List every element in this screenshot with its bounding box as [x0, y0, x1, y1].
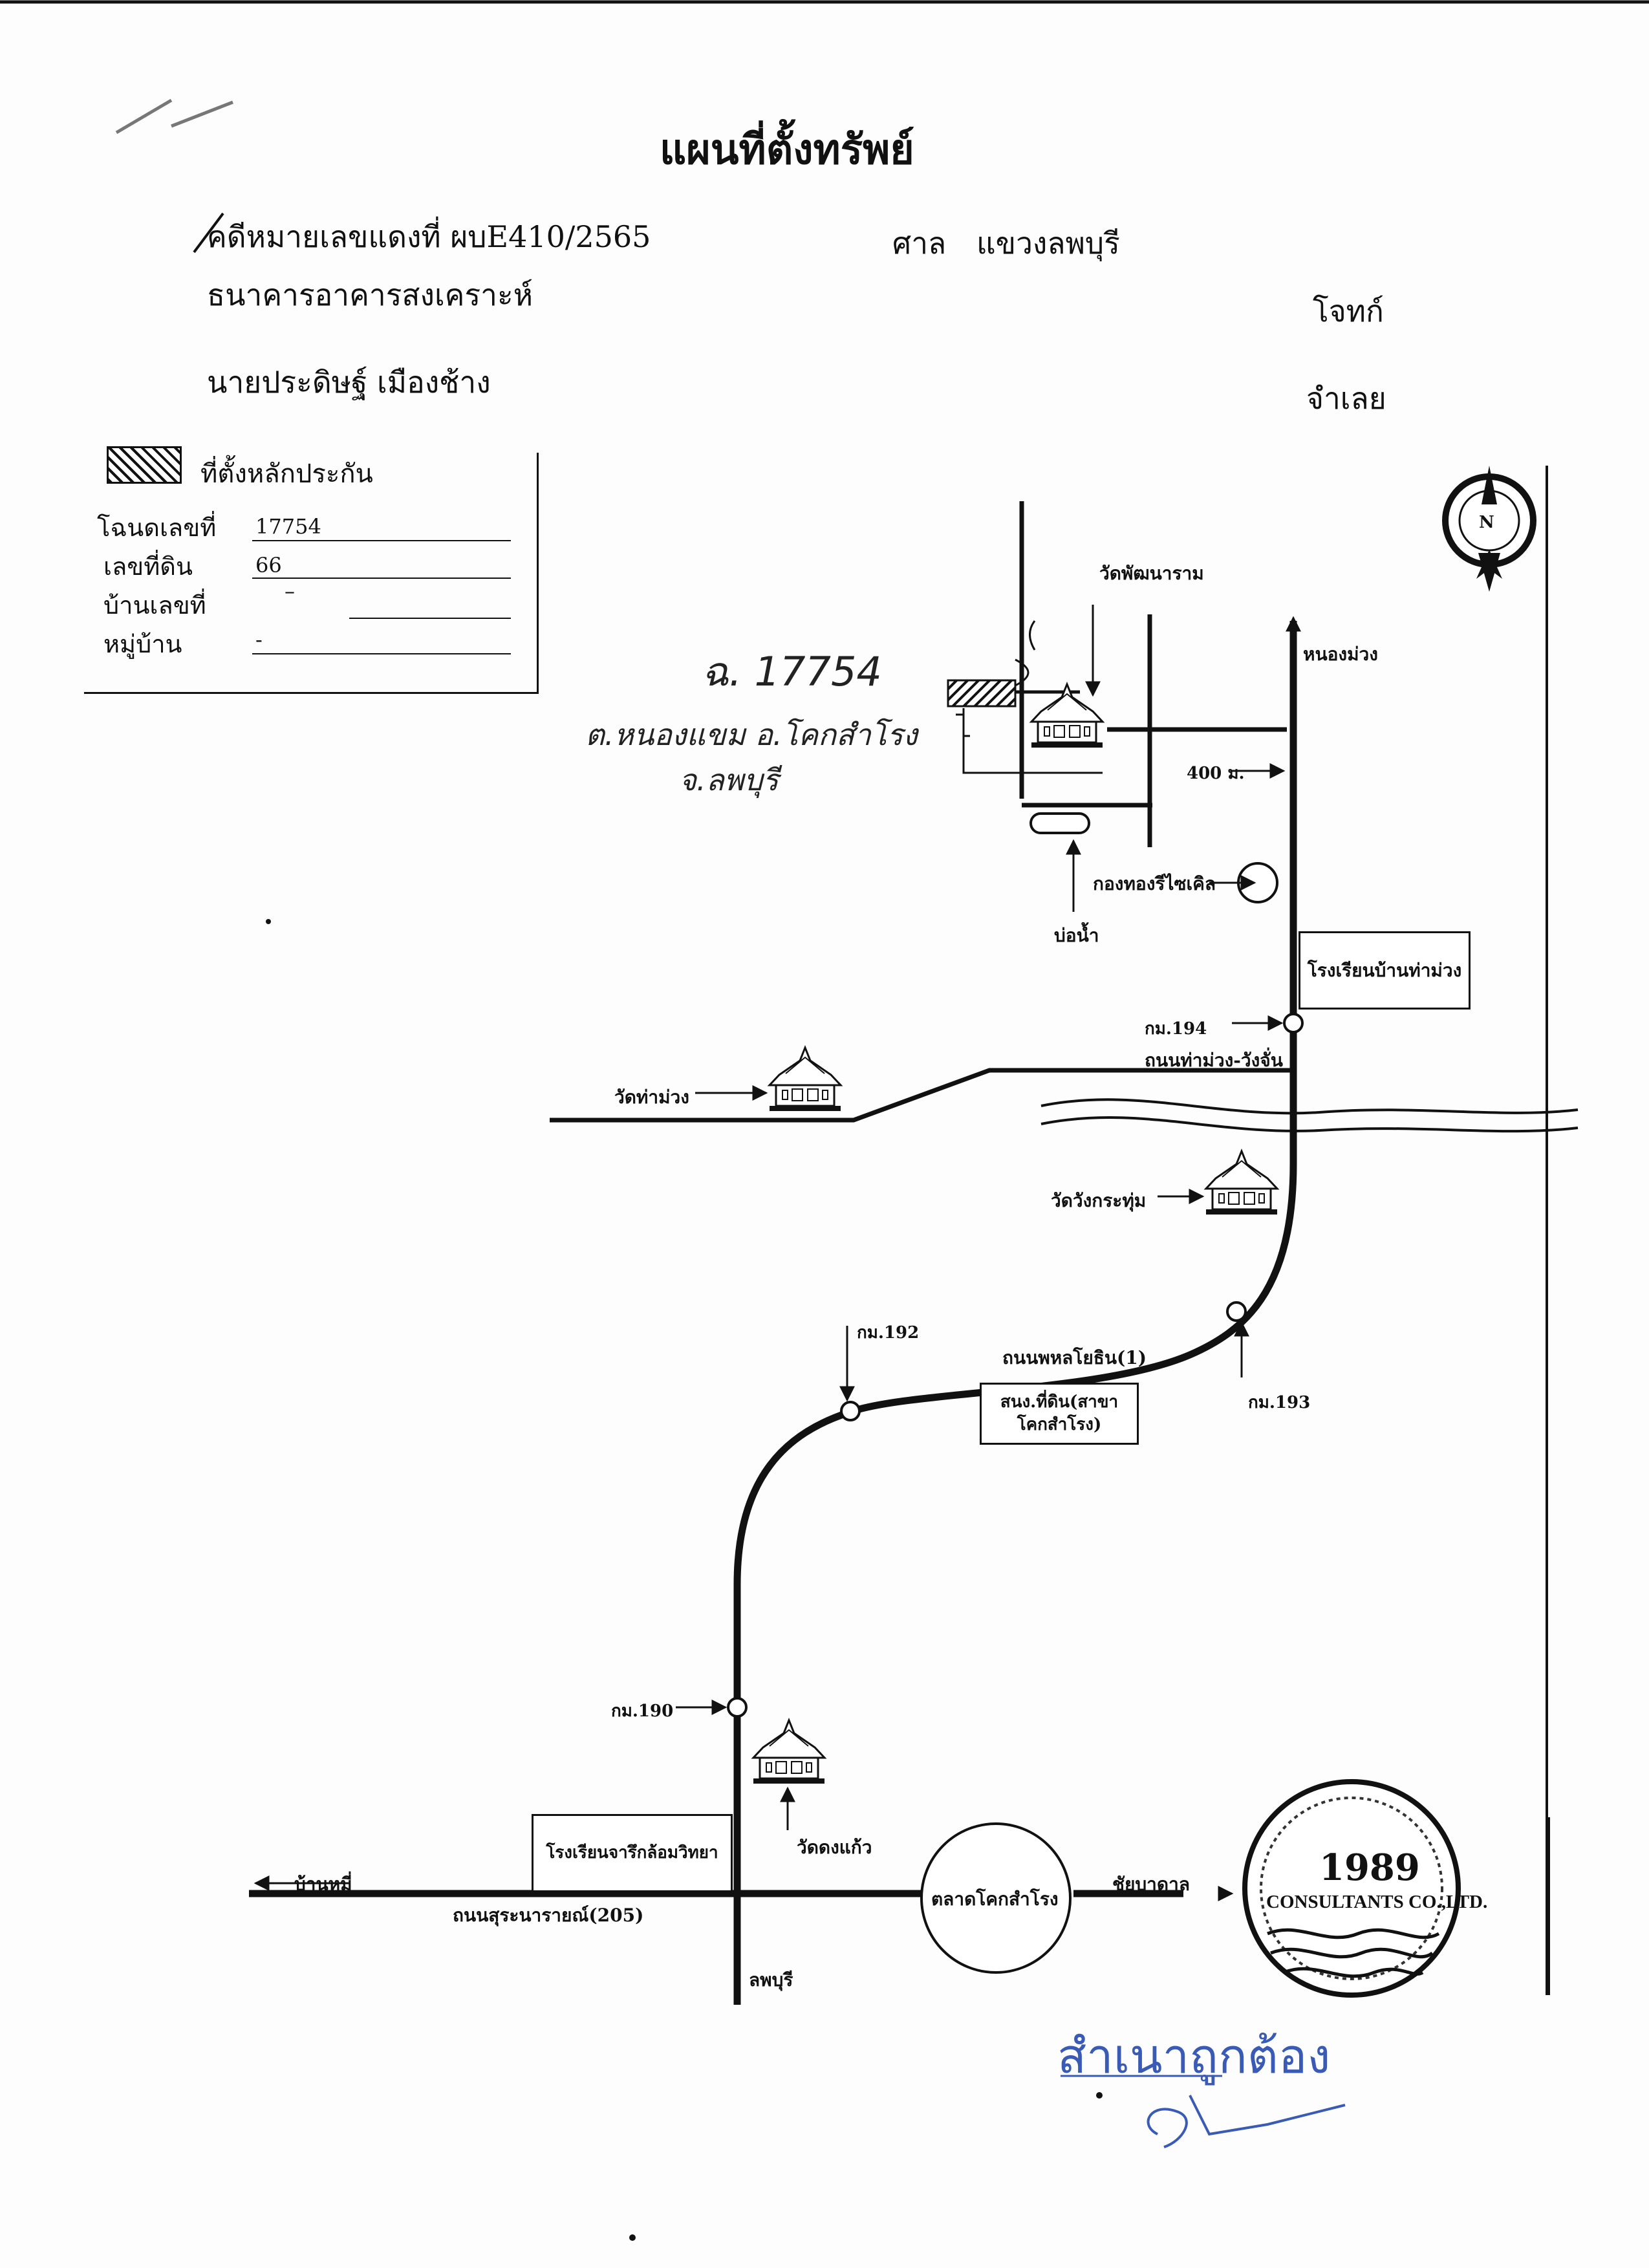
court-label: ศาล	[892, 226, 947, 261]
label-ban-mi: บ้านหมี่	[294, 1874, 352, 1895]
plaintiff-name: ธนาคารอาคารสงเคราะห์	[207, 277, 534, 312]
legend-symbol-label: ที่ตั้งหลักประกัน	[200, 459, 373, 489]
label-market: ตลาดโคกสำโรง	[931, 1888, 1059, 1910]
legend-label-house: บ้านเลขที่	[103, 591, 206, 620]
page-title: แผนที่ตั้งทรัพย์	[660, 125, 914, 174]
legend-line-land	[252, 578, 511, 579]
river	[1040, 1098, 1579, 1115]
signature	[1147, 2095, 1346, 2148]
label-km193: กม.193	[1248, 1393, 1311, 1412]
label-chai-badan: ชัยบาดาล	[1112, 1874, 1190, 1895]
handwritten-deed: ฉ. 17754	[702, 648, 882, 695]
label-km192: กม.192	[857, 1323, 920, 1343]
label-nong-muang: หนองม่วง	[1303, 643, 1378, 665]
north-arrow-icon	[1442, 466, 1536, 592]
label-recycle-shop: กองทองรีไซเคิล	[1093, 873, 1216, 894]
label-wat-wang-krathum: วัดวังกระทุ่ม	[1051, 1190, 1147, 1211]
pen-mark	[171, 100, 233, 128]
pen-mark	[115, 98, 173, 135]
km192-marker	[840, 1401, 861, 1421]
case-number: คดีหมายเลขแดงที่ ผบE410/2565	[207, 219, 651, 254]
label-road-suranarai: ถนนสุระนารายณ์(205)	[453, 1905, 644, 1926]
label-road-tha-muang: ถนนท่าม่วง-วังจั่น	[1145, 1050, 1283, 1071]
label-wat-phatthanaram: วัดพัฒนาราม	[1099, 563, 1204, 584]
collateral-symbol	[107, 446, 182, 484]
legend-label-deed: โฉนดเลขที่	[97, 513, 217, 542]
temple-icon	[752, 1719, 826, 1785]
legend-line-deed	[252, 540, 511, 541]
north-label: N	[1479, 513, 1494, 532]
stamp-year: 1989	[1319, 1846, 1420, 1889]
court-name: แขวงลพบุรี	[976, 226, 1120, 261]
label-wat-tha-muang: วัดท่าม่วง	[614, 1086, 689, 1108]
legend-value-village: -	[255, 627, 263, 652]
legend-value-deed: 17754	[255, 514, 321, 539]
label-km190: กม.190	[611, 1701, 674, 1721]
legend-line-house	[349, 618, 511, 619]
km190-marker	[727, 1697, 748, 1718]
legend-box	[84, 453, 539, 694]
defendant-role: จำเลย	[1306, 381, 1386, 416]
company-stamp	[1242, 1779, 1461, 1998]
label-distance: 400 ม.	[1187, 764, 1245, 783]
label-lopburi: ลพบุรี	[749, 1969, 793, 1991]
collateral-parcel	[947, 679, 1017, 707]
label-school-tha-muang: โรงเรียนบ้านท่าม่วง	[1299, 931, 1471, 1010]
legend-value-house: –	[285, 579, 295, 603]
label-wat-dong-kaeo: วัดดงแก้ว	[797, 1837, 872, 1858]
temple-icon	[1205, 1150, 1278, 1216]
label-road-phahon: ถนนพหลโยธิน(1)	[1002, 1347, 1147, 1368]
defendant-name: นายประดิษฐ์ เมืองช้าง	[207, 365, 491, 400]
legend-line-village	[252, 653, 511, 654]
label-land-office: สนง.ที่ดิน(สาขา โคกสำโรง)	[980, 1383, 1139, 1445]
label-km194: กม.194	[1145, 1019, 1207, 1039]
plaintiff-role: โจทก์	[1313, 294, 1384, 329]
handwritten-location-1: ต.หนองแขม อ.โคกสำโรง	[585, 717, 918, 752]
pond-icon	[1029, 812, 1090, 834]
certified-stamp: สำเนาถูกต้อง	[1057, 2029, 1331, 2084]
handwritten-location-2: จ.ลพบุรี	[679, 762, 779, 797]
km194-marker	[1283, 1013, 1304, 1033]
legend-value-land: 66	[255, 553, 282, 578]
label-school-charuek: โรงเรียนจารึกล้อมวิทยา	[532, 1814, 733, 1892]
km193-marker	[1226, 1301, 1247, 1322]
market-roundabout	[920, 1822, 1072, 1974]
legend-label-land: เลขที่ดิน	[103, 552, 193, 581]
label-pond: บ่อน้ำ	[1054, 925, 1099, 946]
temple-icon	[768, 1046, 842, 1112]
stamp-company: CONSULTANTS CO.,LTD.	[1266, 1892, 1488, 1912]
legend-label-village: หมู่บ้าน	[103, 630, 182, 658]
